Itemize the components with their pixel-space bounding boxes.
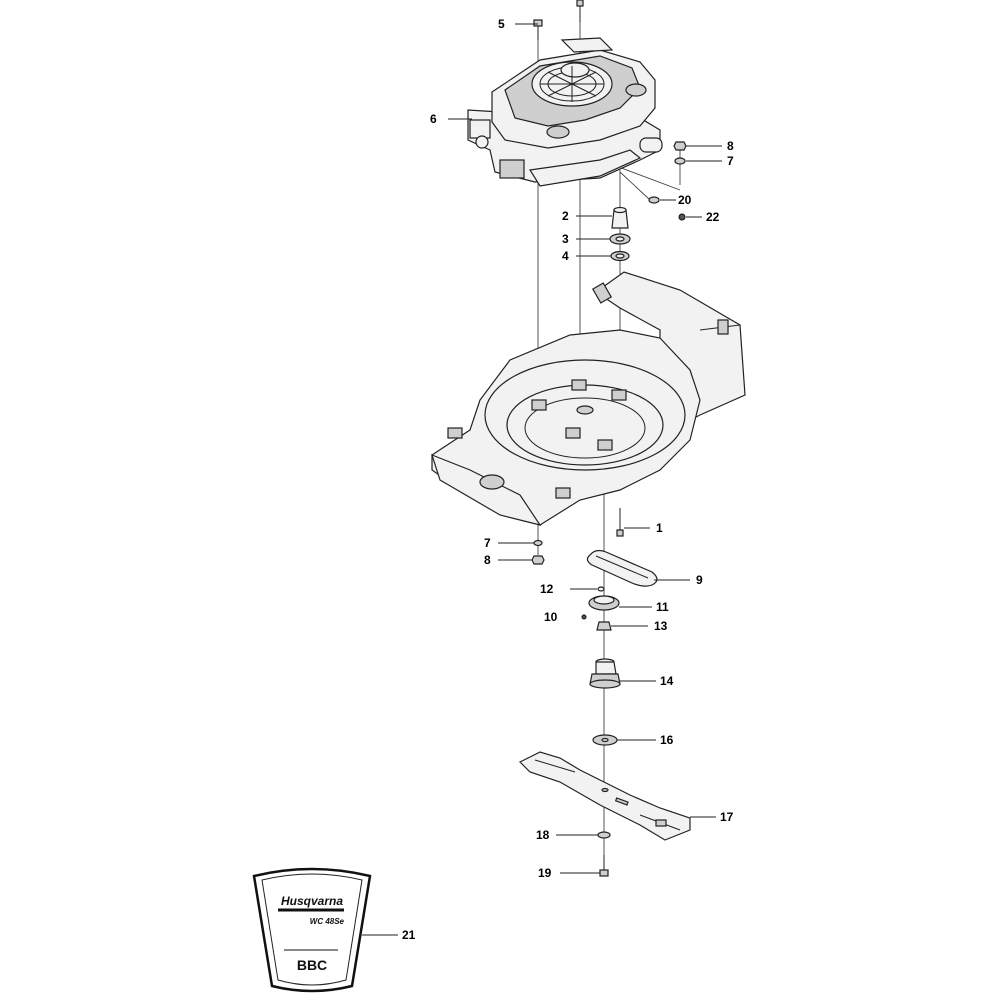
callout-3: 3 <box>562 232 569 246</box>
callout-18: 18 <box>536 828 550 842</box>
callout-10: 10 <box>544 610 558 624</box>
washer-3[interactable] <box>609 233 631 245</box>
callout-17: 17 <box>720 810 734 824</box>
callout-group: 5 6 8 7 20 22 2 3 4 1 7 8 9 <box>362 17 734 942</box>
decal-20[interactable]: Husqvarna WC 48Se BBC <box>252 867 372 993</box>
callout-21: 20 <box>678 193 692 207</box>
engine-assembly[interactable] <box>467 37 663 187</box>
callout-1: 1 <box>656 521 663 535</box>
screw-22[interactable] <box>678 213 686 221</box>
callout-4: 4 <box>562 249 569 263</box>
callout-8-bottom: 8 <box>484 553 491 567</box>
blade-bolt[interactable] <box>599 855 609 877</box>
washer-16[interactable] <box>592 734 618 746</box>
callout-11: 11 <box>656 600 669 614</box>
spacer-13[interactable] <box>596 621 612 631</box>
mower-deck[interactable] <box>431 271 746 526</box>
pin-10[interactable] <box>581 614 587 620</box>
callout-2: 2 <box>562 209 569 223</box>
washer-7-bottom[interactable] <box>533 539 543 547</box>
engine-bolt[interactable] <box>533 19 543 40</box>
nut-8-top[interactable] <box>673 141 687 151</box>
callout-7-top: 7 <box>727 154 734 168</box>
callout-9: 9 <box>696 573 703 587</box>
spacer-sleeve[interactable] <box>611 206 629 229</box>
decal-model: WC 48Se <box>310 917 345 926</box>
washer-7-top[interactable] <box>674 157 686 165</box>
bearing-4[interactable] <box>610 250 630 262</box>
callout-13: 13 <box>654 619 668 633</box>
callout-12: 12 <box>540 582 554 596</box>
washer-21[interactable] <box>648 196 660 204</box>
callout-16: 16 <box>660 733 674 747</box>
blade-hub[interactable] <box>589 658 621 689</box>
bolt-1[interactable] <box>616 508 624 537</box>
callout-19: 19 <box>538 866 552 880</box>
drive-belt[interactable] <box>586 549 658 587</box>
decal-badge: BBC <box>297 957 327 973</box>
callout-6: 6 <box>430 112 437 126</box>
cutting-blade[interactable] <box>518 751 691 841</box>
callout-14: 14 <box>660 674 674 688</box>
decal-brand: Husqvarna <box>281 894 343 908</box>
top-bolt[interactable] <box>576 0 584 22</box>
pulley-11[interactable] <box>588 595 620 611</box>
key-12[interactable] <box>597 586 605 592</box>
callout-5: 5 <box>498 17 505 31</box>
callout-7-bottom: 7 <box>484 536 491 550</box>
nut-8-bottom[interactable] <box>531 555 545 565</box>
callout-8-top: 8 <box>727 139 734 153</box>
callout-22: 22 <box>706 210 720 224</box>
callout-20: 21 <box>402 928 416 942</box>
washer-18[interactable] <box>597 831 611 839</box>
